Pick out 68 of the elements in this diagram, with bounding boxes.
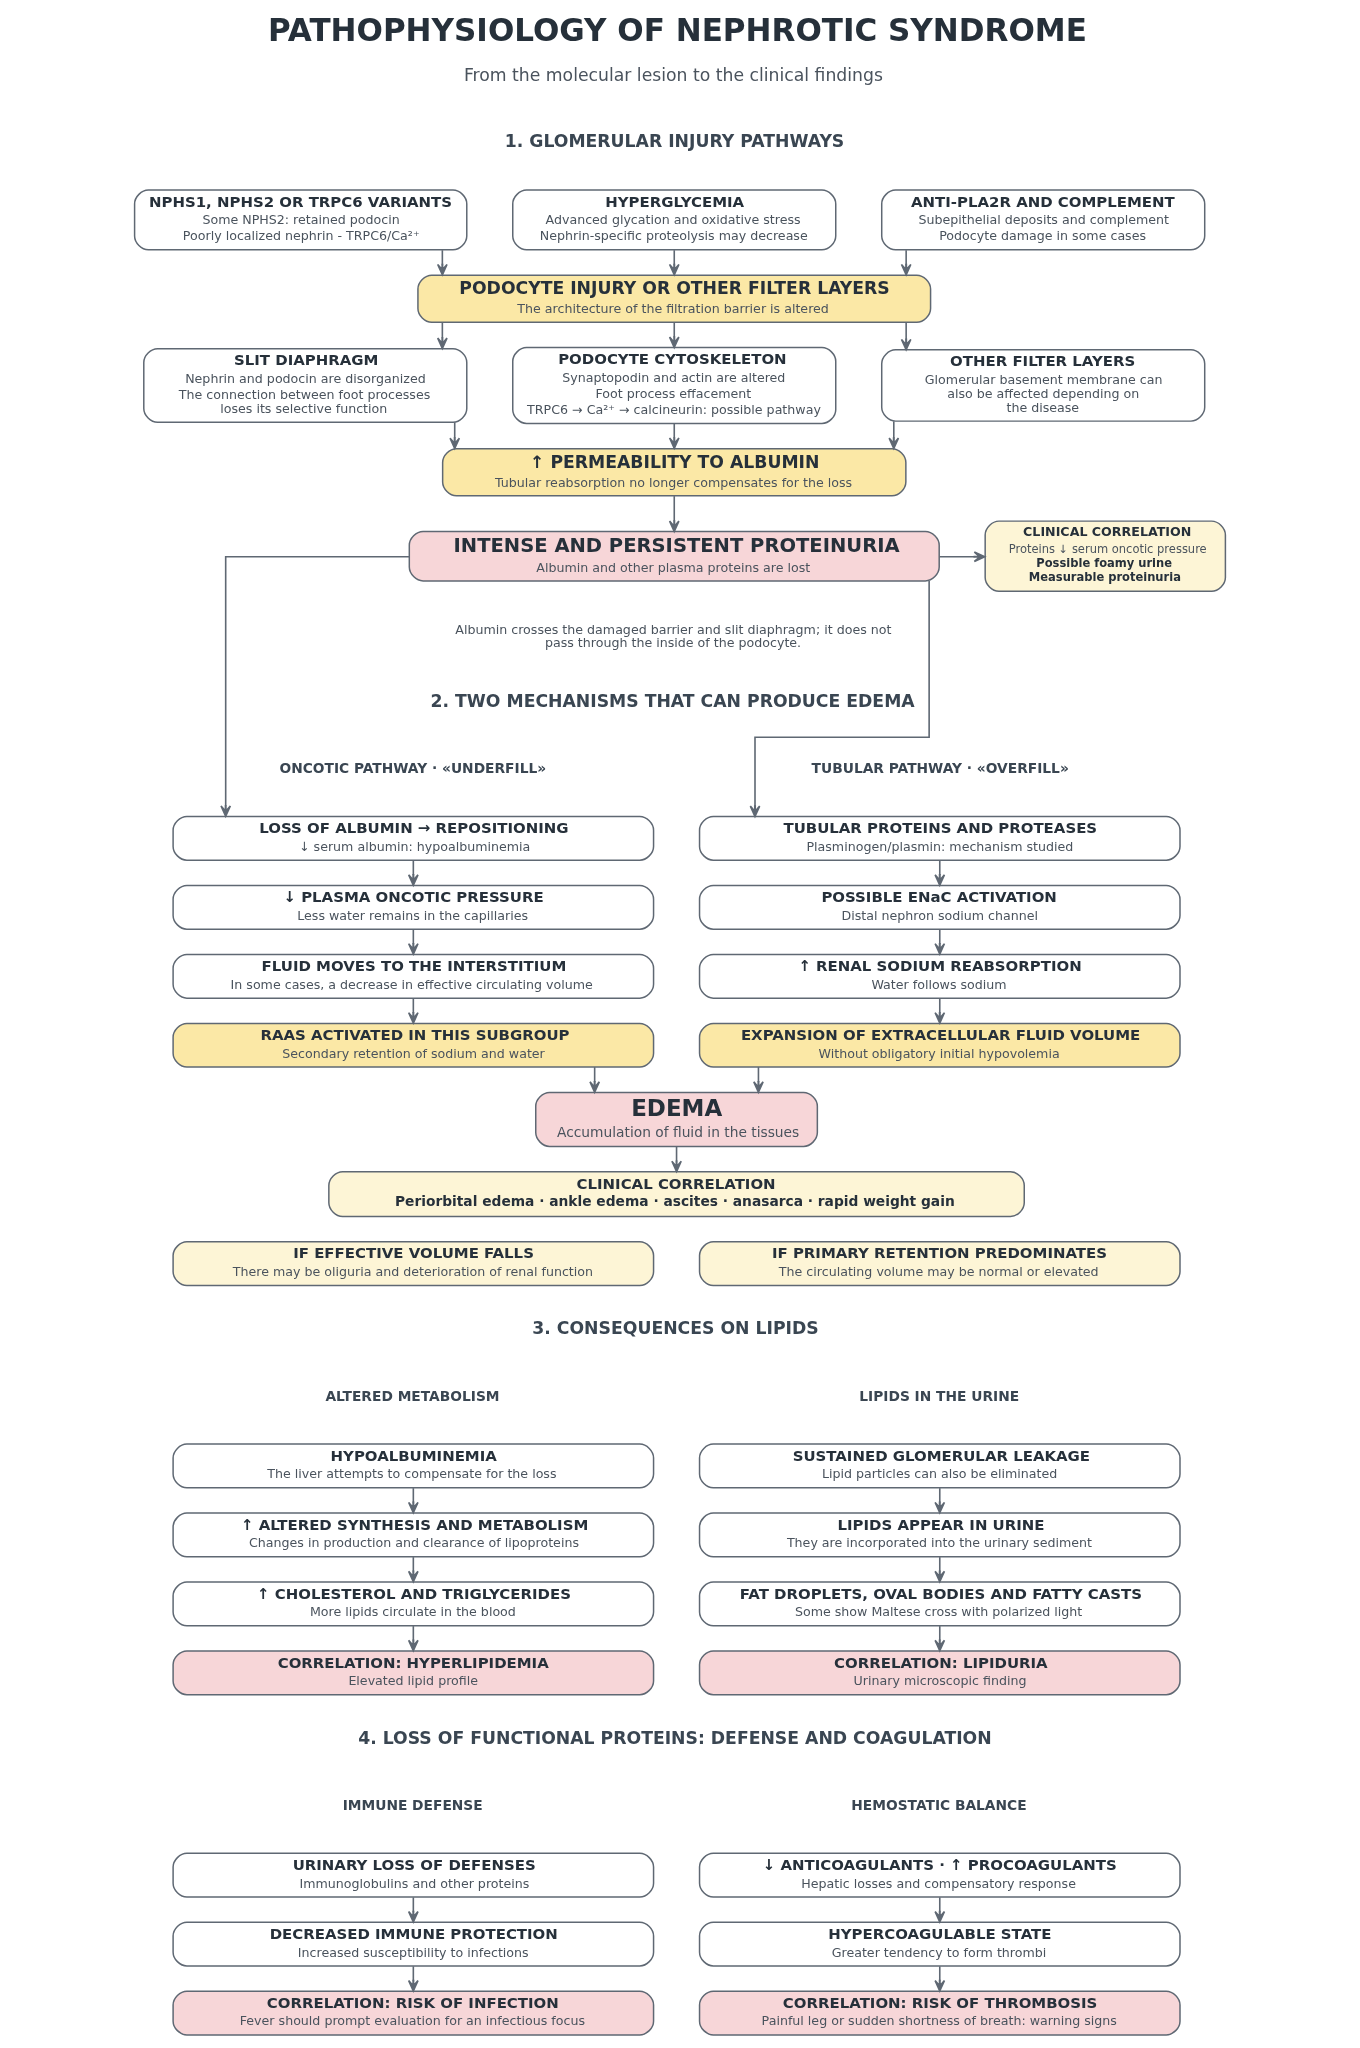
node-box: ↑ PERMEABILITY TO ALBUMIN Tubular reabsorption no longer compensates for the loss bbox=[441, 447, 907, 497]
arrow bbox=[900, 321, 912, 351]
node-box: ↑ RENAL SODIUM REABSORPTION Water follows sodium bbox=[698, 953, 1181, 999]
label: IMMUNE DEFENSE bbox=[342, 1796, 483, 1813]
label: HEMOSTATIC BALANCE bbox=[851, 1796, 1027, 1813]
node-box: HYPERGLYCEMIA Advanced glycation and oxidative stress Nephrin-specific proteolysis may decrease bbox=[512, 189, 837, 251]
node-box: CLINICAL CORRELATION Proteins ↓ serum oncotic pressure Possible foamy urine Measurable proteinuria bbox=[984, 520, 1227, 592]
node-box: RAAS ACTIVATED IN THIS SUBGROUP Secondary retention of sodium and water bbox=[172, 1022, 655, 1068]
label: TUBULAR PATHWAY · «OVERFILL» bbox=[811, 759, 1069, 776]
node-box: SUSTAINED GLOMERULAR LEAKAGE Lipid particles can also be eliminated bbox=[698, 1443, 1181, 1489]
node-box: CORRELATION: HYPERLIPIDEMIA Elevated lipid profile bbox=[172, 1650, 655, 1696]
node-box: OTHER FILTER LAYERS Glomerular basement membrane can also be affected depending on the disease bbox=[880, 349, 1206, 422]
node-box: NPHS1, NPHS2 OR TRPC6 VARIANTS Some NPHS2: retained podocin Poorly localized nephrin - TRPC6/Ca²⁺ bbox=[133, 189, 468, 251]
label: 1. GLOMERULAR INJURY PATHWAYS bbox=[504, 130, 845, 151]
node-box: POSSIBLE ENaC ACTIVATION Distal nephron sodium channel bbox=[698, 884, 1181, 930]
node-box: FAT DROPLETS, OVAL BODIES AND FATTY CASTS Some show Maltese cross with polarized light bbox=[698, 1581, 1181, 1627]
node-box: SLIT DIAPHRAGM Nephrin and podocin are disorganized The connection between foot processes loses its selective function bbox=[143, 347, 468, 424]
arrow bbox=[938, 551, 986, 563]
label: ONCOTIC PATHWAY · «UNDERFILL» bbox=[279, 759, 547, 776]
arrow bbox=[900, 249, 912, 276]
label: Albumin crosses the damaged barrier and slit diaphragm; it does not pass through the inside of the podocyte. bbox=[455, 621, 892, 651]
node-box: EDEMA Accumulation of fluid in the tissues bbox=[535, 1091, 819, 1148]
node-box: CORRELATION: LIPIDURIA Urinary microscopic finding bbox=[698, 1650, 1181, 1696]
node-box: CORRELATION: RISK OF INFECTION Fever should prompt evaluation for an infectious focus bbox=[172, 1990, 655, 2036]
arrow bbox=[220, 555, 410, 818]
label: From the molecular lesion to the clinical findings bbox=[463, 65, 883, 86]
arrow bbox=[934, 1896, 946, 1923]
diagram-title: PATHOPHYSIOLOGY OF NEPHROTIC SYNDROME bbox=[267, 12, 1087, 49]
node-box: HYPERCOAGULABLE STATE Greater tendency to form thrombi bbox=[698, 1921, 1181, 1967]
node-box: PODOCYTE INJURY OR OTHER FILTER LAYERS The architecture of the filtration barrier is altered bbox=[417, 274, 932, 324]
arrow bbox=[668, 423, 680, 450]
node-box: URINARY LOSS OF DEFENSES Immunoglobulins and other proteins bbox=[172, 1852, 655, 1898]
arrow bbox=[934, 1556, 946, 1583]
node-box: PODOCYTE CYTOSKELETON Synaptopodin and actin are altered Foot process effacement TRPC6 → Ca²⁺ → calcineurin: possible pathway bbox=[512, 346, 837, 425]
arrow bbox=[934, 859, 946, 886]
node-box: LIPIDS APPEAR IN URINE They are incorporated into the urinary sediment bbox=[698, 1512, 1181, 1558]
arrow bbox=[934, 1625, 946, 1652]
arrow bbox=[668, 321, 680, 349]
node-box: ↓ ANTICOAGULANTS · ↑ PROCOAGULANTS Hepatic losses and compensatory response bbox=[698, 1852, 1181, 1898]
node-box: ANTI-PLA2R AND COMPLEMENT Subepithelial deposits and complement Podocyte damage in some cases bbox=[880, 189, 1206, 251]
node-box: FLUID MOVES TO THE INTERSTITIUM In some cases, a decrease in effective circulating volume bbox=[172, 953, 655, 999]
label: ALTERED METABOLISM bbox=[325, 1387, 500, 1404]
node-box: TUBULAR PROTEINS AND PROTEASES Plasminogen/plasmin: mechanism studied bbox=[698, 815, 1181, 861]
arrow bbox=[934, 997, 946, 1024]
node-box: ↓ PLASMA ONCOTIC PRESSURE Less water remains in the capillaries bbox=[172, 884, 655, 930]
node-box: DECREASED IMMUNE PROTECTION Increased susceptibility to infections bbox=[172, 1921, 655, 1967]
label: 2. TWO MECHANISMS THAT CAN PRODUCE EDEMA bbox=[430, 690, 915, 711]
arrow bbox=[449, 421, 461, 450]
label: 3. CONSEQUENCES ON LIPIDS bbox=[532, 1318, 819, 1339]
node-box: INTENSE AND PERSISTENT PROTEINURIA Albumin and other plasma proteins are lost bbox=[408, 530, 940, 582]
node-box: HYPOALBUMINEMIA The liver attempts to compensate for the loss bbox=[172, 1443, 655, 1489]
node-box: CLINICAL CORRELATION Periorbital edema · ankle edema · ascites · anasarca · rapid weight gain bbox=[328, 1170, 1025, 1218]
node-box: CORRELATION: RISK OF THROMBOSIS Painful leg or sudden shortness of breath: warning signs bbox=[698, 1990, 1181, 2036]
node-box: IF EFFECTIVE VOLUME FALLS There may be oliguria and deterioration of renal function bbox=[172, 1241, 655, 1287]
arrow bbox=[668, 249, 680, 276]
node-box: ↑ ALTERED SYNTHESIS AND METABOLISM Changes in production and clearance of lipoproteins bbox=[172, 1512, 655, 1558]
node-box: LOSS OF ALBUMIN → REPOSITIONING ↓ serum albumin: hypoalbuminemia bbox=[172, 815, 655, 861]
arrow bbox=[934, 1965, 946, 1992]
arrow bbox=[749, 580, 930, 818]
node-box: EXPANSION OF EXTRACELLULAR FLUID VOLUME Without obligatory initial hypovolemia bbox=[698, 1022, 1181, 1068]
arrow bbox=[934, 928, 946, 955]
node-box: ↑ CHOLESTEROL AND TRIGLYCERIDES More lipids circulate in the blood bbox=[172, 1581, 655, 1627]
arrow bbox=[934, 1487, 946, 1514]
arrow bbox=[668, 495, 680, 533]
arrow bbox=[888, 420, 900, 450]
node-box: IF PRIMARY RETENTION PREDOMINATES The circulating volume may be normal or elevated bbox=[698, 1241, 1181, 1287]
label: 4. LOSS OF FUNCTIONAL PROTEINS: DEFENSE AND COAGULATION bbox=[358, 1727, 992, 1748]
label: LIPIDS IN THE URINE bbox=[859, 1387, 1020, 1404]
